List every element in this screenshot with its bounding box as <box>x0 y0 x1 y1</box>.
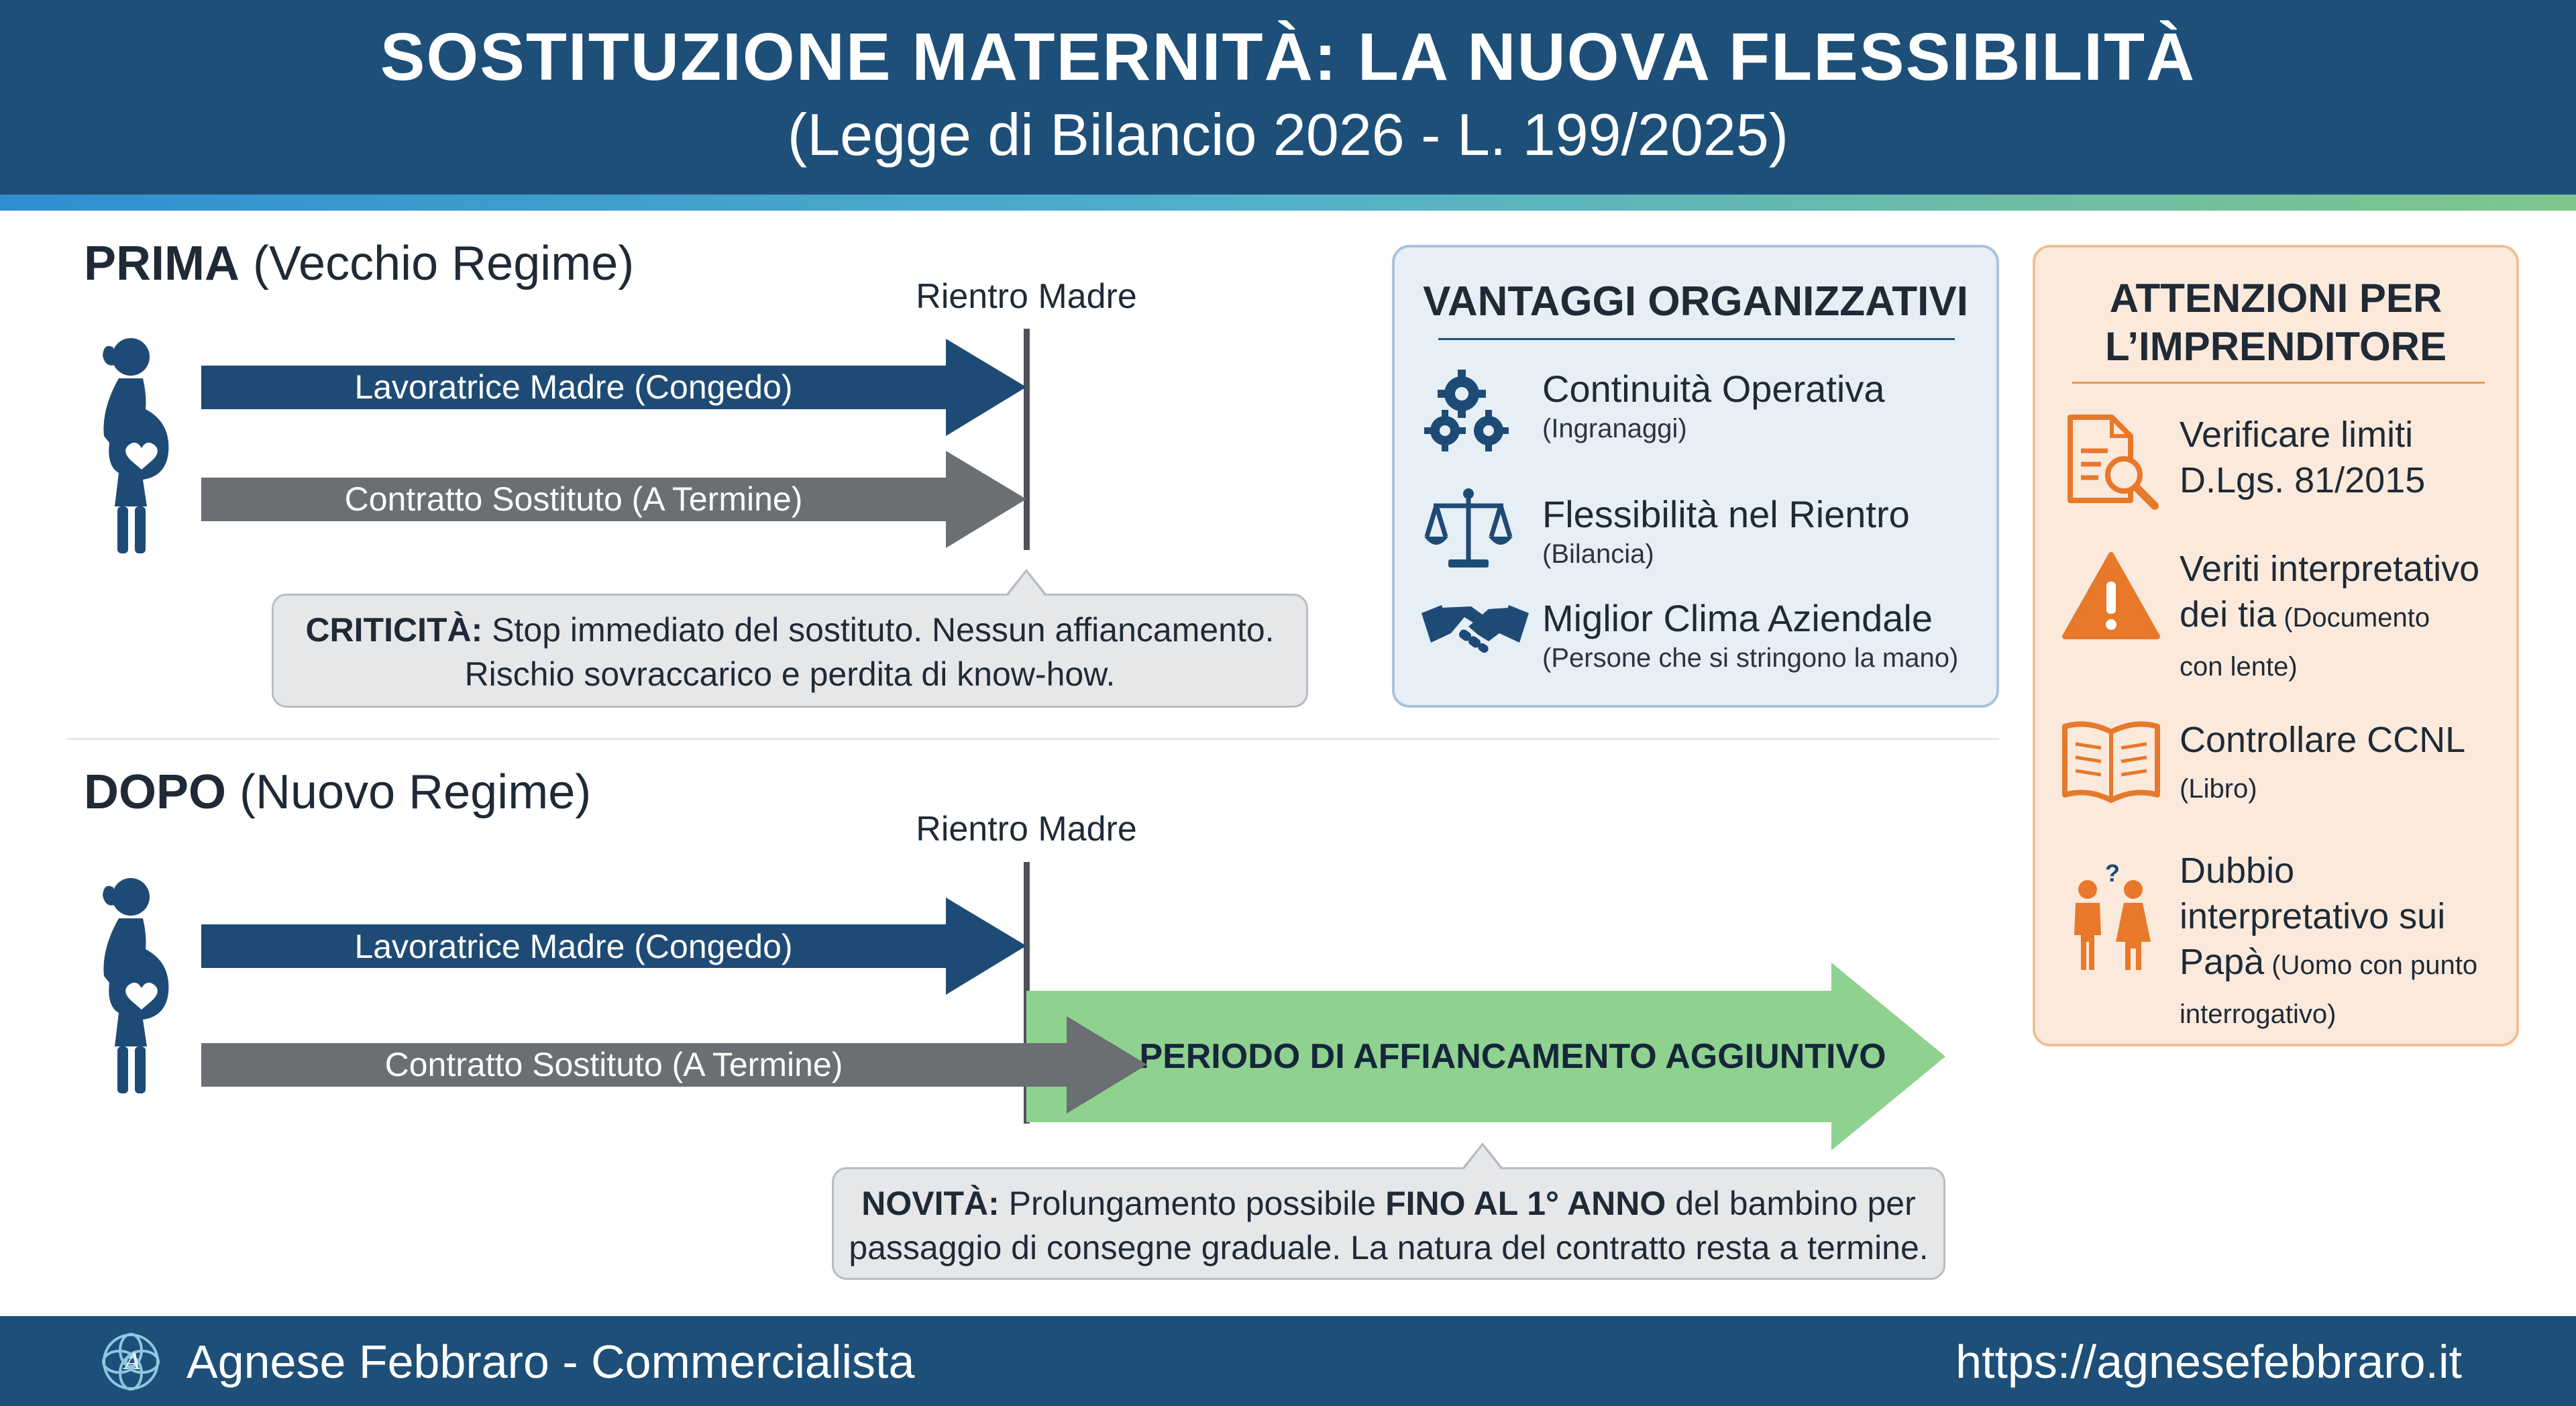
page-title: SOSTITUZIONE MATERNITÀ: LA NUOVA FLESSIB… <box>380 19 2196 95</box>
novita-line2: passaggio di consegne graduale. La natur… <box>849 1229 1929 1266</box>
callout-pointer <box>1461 1142 1504 1170</box>
prima-mother-arrow <box>201 339 1026 436</box>
section-divider <box>67 738 1999 740</box>
attenzioni-item-text: Controllare CCNL (Libro) <box>2180 720 2466 804</box>
dopo-mother-arrow-label: Lavoratrice Madre (Congedo) <box>354 928 793 965</box>
prima-heading: PRIMA (Vecchio Regime) <box>84 236 634 291</box>
page-subtitle: (Legge di Bilancio 2026 - L. 199/2025) <box>787 101 1789 168</box>
prima-heading-bold: PRIMA <box>84 237 239 290</box>
attenzioni-panel: ATTENZIONI PER L’IMPRENDITORE Verificare… <box>2033 245 2519 1046</box>
svg-text:A: A <box>123 1348 142 1375</box>
people-question-icon: ? <box>2074 861 2151 970</box>
criticita-line2: Rischio sovraccarico e perdita di know-h… <box>464 655 1116 693</box>
attenzioni-item-text: Dubbio interpretativo sui Papà (Uomo con… <box>2180 851 2478 1029</box>
prima-criticita-callout: CRITICITÀ: Stop immediato del sostituto.… <box>272 569 1308 708</box>
pregnant-woman-icon <box>103 338 169 553</box>
dopo-extension-arrow-label: PERIODO DI AFFIANCAMENTO AGGIUNTIVO <box>1139 1037 1886 1076</box>
pregnant-woman-icon <box>103 878 169 1093</box>
footer-author-name: Agnese Febbraro - Commercialista <box>186 1336 915 1388</box>
prima-rientro-label: Rientro Madre <box>916 277 1137 316</box>
document-search-icon <box>2068 415 2159 510</box>
vantaggi-item-label: Flessibilità nel Rientro <box>1542 493 1910 535</box>
callout-pointer <box>1005 569 1048 596</box>
dopo-heading-rest: (Nuovo Regime) <box>226 765 592 819</box>
prima-rientro-line <box>1024 329 1030 550</box>
warning-icon <box>2062 552 2160 639</box>
handshake-icon <box>1421 605 1529 653</box>
gears-icon <box>1424 370 1509 451</box>
attenzioni-item-text: Verificare limiti D.Lgs. 81/2015 <box>2180 415 2426 500</box>
vantaggi-title-rule <box>1438 338 1955 340</box>
dopo-extension-arrow <box>1026 963 1945 1150</box>
dopo-rientro-label: Rientro Madre <box>916 810 1137 849</box>
prima-substitute-arrow <box>201 451 1026 548</box>
criticita-line1: CRITICITÀ: Stop immediato del sostituto.… <box>305 611 1275 649</box>
dopo-heading-bold: DOPO <box>84 765 227 819</box>
dopo-substitute-arrow <box>201 1016 1147 1114</box>
vantaggi-item-sub: (Persone che si stringono la mano) <box>1542 643 1959 673</box>
footer-bar: A Agnese Febbraro - Commercialista https… <box>0 1316 2576 1406</box>
dopo-heading: DOPO (Nuovo Regime) <box>84 765 591 820</box>
vantaggi-item-label: Continuità Operativa <box>1542 368 1885 410</box>
header-banner: SOSTITUZIONE MATERNITÀ: LA NUOVA FLESSIB… <box>0 0 2576 211</box>
scale-icon <box>1424 488 1513 567</box>
logo-icon: A <box>102 1333 160 1391</box>
vantaggi-item-sub: (Bilancia) <box>1542 539 1654 569</box>
prima-mother-arrow-label: Lavoratrice Madre (Congedo) <box>354 368 793 406</box>
attenzioni-title: ATTENZIONI PER L’IMPRENDITORE <box>2105 276 2447 369</box>
dopo-substitute-arrow-label: Contratto Sostituto (A Termine) <box>384 1046 843 1083</box>
book-icon <box>2062 721 2160 803</box>
footer-website-link[interactable]: https://agnesefebbraro.it <box>1955 1336 2462 1388</box>
header-gradient-band <box>0 195 2576 211</box>
dopo-novita-callout: NOVITÀ: Prolungamento possibile FINO AL … <box>832 1142 1945 1280</box>
prima-substitute-arrow-label: Contratto Sostituto (A Termine) <box>344 480 803 518</box>
vantaggi-item-label: Miglior Clima Aziendale <box>1542 597 1933 639</box>
vantaggi-panel: VANTAGGI ORGANIZZATIVI Continuità Operat… <box>1392 245 1999 708</box>
vantaggi-item-sub: (Ingranaggi) <box>1542 414 1687 443</box>
prima-heading-rest: (Vecchio Regime) <box>239 237 635 290</box>
vantaggi-title: VANTAGGI ORGANIZZATIVI <box>1423 278 1968 325</box>
attenzioni-item-text: Veriti interpretativo dei tia (Documento… <box>2180 549 2480 682</box>
svg-text:?: ? <box>2105 861 2120 887</box>
attenzioni-title-rule <box>2072 382 2485 384</box>
novita-line1: NOVITÀ: Prolungamento possibile FINO AL … <box>861 1185 1916 1222</box>
dopo-mother-arrow <box>201 898 1026 995</box>
